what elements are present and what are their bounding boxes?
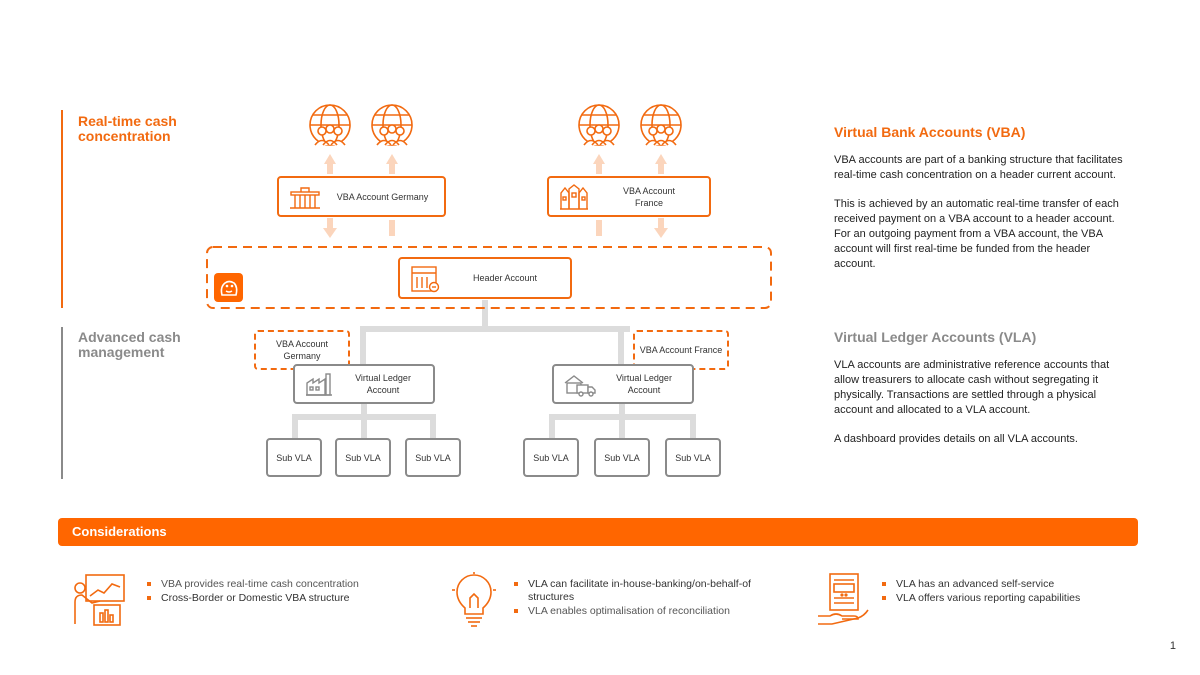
- vla-right-line1: Virtual Ledger: [616, 373, 672, 383]
- hierarchy-connectors: [292, 300, 696, 438]
- vla-left-line1: Virtual Ledger: [355, 373, 411, 383]
- consideration-item: VLA has an advanced self-service: [880, 578, 1130, 591]
- considerations-col2: VLA can facilitate in-house-banking/on-b…: [512, 578, 762, 619]
- section-title-advanced-line2: management: [78, 344, 165, 360]
- vla-title: Virtual Ledger Accounts (VLA): [834, 329, 1037, 345]
- canal-houses-icon: [560, 183, 588, 210]
- flow-arrows: [323, 154, 668, 238]
- vba-germany-dashed-line1: VBA Account: [275, 339, 329, 349]
- header-account-label: Header Account: [472, 273, 538, 283]
- diagram-canvas: [206, 104, 772, 438]
- sub-vla-box[interactable]: Sub VLA: [665, 438, 721, 477]
- presentation-icon: [74, 574, 125, 626]
- vla-description: VLA accounts are administrative referenc…: [834, 358, 1129, 461]
- consideration-item: Cross-Border or Domestic VBA structure: [145, 592, 405, 605]
- vba-description: VBA accounts are part of a banking struc…: [834, 153, 1129, 286]
- truck-warehouse-icon: [564, 375, 596, 397]
- section-title-advanced: Advanced cash management: [78, 330, 181, 360]
- vba-france-label-line2: France: [634, 197, 663, 208]
- section-title-realtime-line1: Real-time cash: [78, 113, 177, 129]
- globe-people-icon: [578, 104, 620, 146]
- consideration-item: VLA offers various reporting capabilitie…: [880, 592, 1130, 605]
- section-title-advanced-line1: Advanced cash: [78, 329, 181, 345]
- brandenburg-gate-icon: [290, 186, 320, 209]
- sub-vla-box[interactable]: Sub VLA: [335, 438, 391, 477]
- globe-people-icon: [640, 104, 682, 146]
- page-number: 1: [1169, 640, 1176, 652]
- sub-vla-box[interactable]: Sub VLA: [266, 438, 322, 477]
- vba-account-germany[interactable]: VBA Account Germany: [277, 176, 446, 217]
- bank-building-icon: [411, 266, 440, 293]
- consideration-item: VLA enables optimalisation of reconcilia…: [512, 605, 762, 618]
- consideration-item: VLA can facilitate in-house-banking/on-b…: [512, 578, 762, 604]
- section-title-realtime: Real-time cash concentration: [78, 114, 177, 144]
- sub-vla-box[interactable]: Sub VLA: [405, 438, 461, 477]
- section-divider-gray: [61, 327, 63, 479]
- vba-paragraph-2: This is achieved by an automatic real-ti…: [834, 198, 1119, 270]
- vla-paragraph-2: A dashboard provides details on all VLA …: [834, 433, 1078, 445]
- globe-people-icon: [309, 104, 351, 146]
- globe-people-icon: [371, 104, 413, 146]
- considerations-bar: Considerations: [58, 518, 1138, 546]
- considerations-col3: VLA has an advanced self-service VLA off…: [880, 578, 1130, 606]
- vba-paragraph-1: VBA accounts are part of a banking struc…: [834, 154, 1123, 181]
- lightbulb-icon: [452, 572, 496, 627]
- vba-title: Virtual Bank Accounts (VBA): [834, 124, 1026, 140]
- vba-germany-label: VBA Account Germany: [336, 191, 429, 202]
- vba-france-dashed-label: VBA Account France: [639, 345, 723, 355]
- considerations-col1: VBA provides real-time cash concentratio…: [145, 578, 405, 606]
- header-container: [206, 246, 772, 309]
- section-title-realtime-line2: concentration: [78, 128, 171, 144]
- sub-vla-box[interactable]: Sub VLA: [523, 438, 579, 477]
- vla-left-line2: Account: [366, 385, 400, 395]
- lion-logo-icon: [214, 273, 243, 302]
- vla-right-line2: Account: [627, 385, 661, 395]
- vba-germany-dashed-line2: Germany: [283, 351, 321, 361]
- header-account[interactable]: Header Account: [398, 257, 572, 299]
- section-divider-orange: [61, 110, 63, 308]
- sub-vla-box[interactable]: Sub VLA: [594, 438, 650, 477]
- factory-icon: [306, 373, 332, 396]
- vla-paragraph-1: VLA accounts are administrative referenc…: [834, 359, 1110, 416]
- ledger-hand-icon: [818, 573, 869, 625]
- vba-france-label-line1: VBA Account: [622, 185, 676, 196]
- consideration-item: VBA provides real-time cash concentratio…: [145, 578, 405, 591]
